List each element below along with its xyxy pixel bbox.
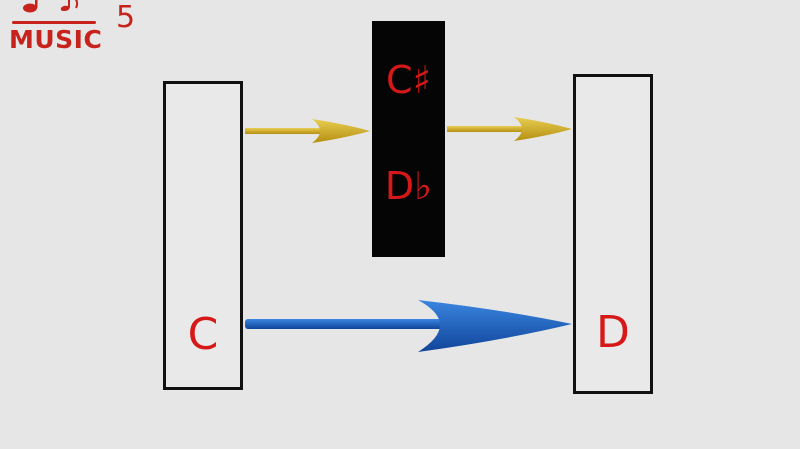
logo-divider: [12, 21, 96, 24]
note-label-c-sharp: C♯: [386, 58, 431, 102]
whole-step-arrow-c-to-d: [245, 300, 572, 352]
half-step-arrow-c-to-c-sharp: [245, 119, 370, 143]
white-key-c: C: [163, 81, 243, 390]
music-logo: MUSIC 5: [6, 0, 146, 60]
note-label-c: C: [187, 309, 219, 360]
logo-number: 5: [116, 0, 136, 35]
logo-word: MUSIC: [9, 25, 103, 54]
note-label-d: D: [596, 307, 630, 358]
music-notes-icon: [23, 0, 79, 13]
note-label-d-flat: D♭: [384, 164, 433, 208]
black-key-c-sharp-d-flat: C♯ D♭: [372, 21, 445, 257]
white-key-d: D: [573, 74, 653, 394]
half-step-arrow-d-flat-to-d: [447, 117, 572, 141]
